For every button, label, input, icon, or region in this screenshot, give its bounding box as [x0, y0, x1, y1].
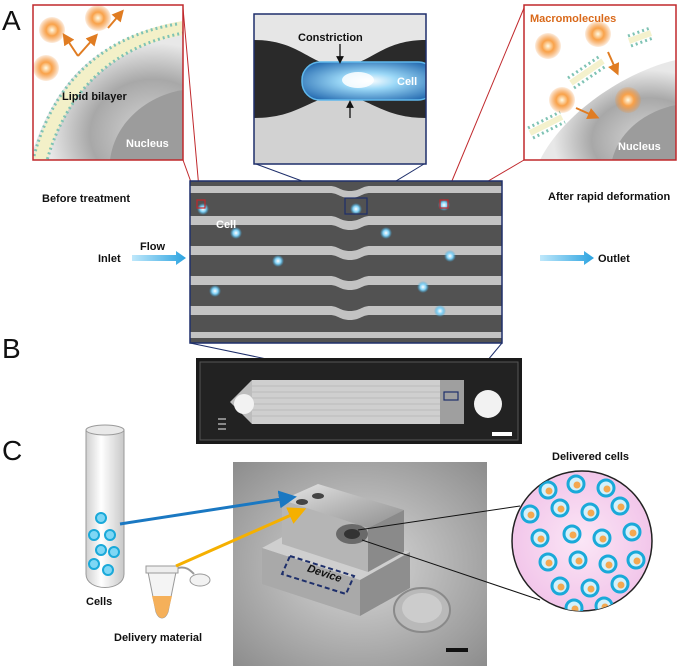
macromolecule — [33, 55, 59, 81]
callout-line — [361, 539, 541, 601]
label-lipid-bilayer: Lipid bilayer — [62, 91, 128, 103]
chip-channel-array — [252, 380, 440, 424]
panel-label-c: C — [2, 435, 22, 466]
channel-wall-bottom — [254, 96, 426, 164]
label-macromolecules: Macromolecules — [530, 13, 616, 25]
delivered-material — [557, 505, 565, 513]
delivered-material — [545, 559, 553, 567]
tube-cell — [104, 529, 116, 541]
inset-border — [523, 4, 677, 161]
cell-dot — [197, 203, 209, 215]
scale-bar-c — [446, 648, 468, 652]
label-cells: Cells — [86, 596, 112, 608]
inset-before-treatment: Lipid bilayer Nucleus — [32, 4, 184, 161]
inset-border — [253, 13, 427, 165]
delivered-material — [603, 485, 611, 493]
nucleus-region — [612, 105, 676, 160]
micrograph-border — [189, 180, 503, 344]
label-delivery-material: Delivery material — [114, 632, 202, 644]
label-cell-zoom: Cell — [397, 76, 417, 88]
delivered-material — [587, 585, 595, 593]
tube-cell — [95, 544, 107, 556]
cell-dot — [434, 305, 446, 317]
inset-after-deformation: Macromolecules Nucleus — [523, 4, 677, 161]
label-cell-channel: Cell — [216, 219, 236, 231]
delivered-material — [617, 503, 625, 511]
callout-box-chip — [443, 391, 459, 401]
callout-box-before — [196, 199, 206, 209]
delivered-cells-view — [511, 470, 653, 612]
macromolecule — [585, 21, 611, 47]
panel-label-b: B — [2, 333, 21, 364]
device-outline — [280, 554, 356, 596]
label-after-rapid-deformation: After rapid deformation — [548, 191, 671, 203]
label-delivered-cells: Delivered cells — [552, 451, 629, 463]
channel-wall-top — [254, 14, 426, 66]
delivery-material-tube — [145, 565, 211, 619]
delivered-material — [629, 529, 637, 537]
delivered-material — [633, 557, 641, 565]
label-nucleus-left: Nucleus — [126, 138, 169, 150]
chip-photo — [196, 358, 522, 444]
cell-dot — [209, 285, 221, 297]
macromolecule — [535, 33, 561, 59]
delivered-material — [557, 583, 565, 591]
macromolecule — [39, 17, 65, 43]
cell-dot — [350, 203, 362, 215]
channel-micrograph: Cell — [189, 180, 503, 344]
tube-cell — [108, 546, 120, 558]
flow-arrow-outlet — [540, 251, 594, 265]
panel-label-a: A — [2, 5, 21, 36]
tube-cell — [88, 529, 100, 541]
device-photo — [233, 462, 487, 666]
delivered-material — [569, 531, 577, 539]
delivered-material — [537, 535, 545, 543]
cell-dot — [272, 255, 284, 267]
label-constriction: Constriction — [298, 32, 363, 44]
label-before-treatment: Before treatment — [42, 193, 130, 205]
cell-dot — [417, 281, 429, 293]
delivered-material — [605, 561, 613, 569]
label-inlet: Inlet — [98, 253, 121, 265]
macromolecule — [549, 87, 575, 113]
delivered-material — [573, 481, 581, 489]
tube-cell — [88, 558, 100, 570]
callout-line — [357, 505, 521, 531]
cell-dot — [444, 250, 456, 262]
delivered-material — [617, 581, 625, 589]
delivered-material — [599, 535, 607, 543]
macromolecule — [85, 5, 111, 31]
label-outlet: Outlet — [598, 253, 630, 265]
delivered-material — [527, 511, 535, 519]
delivered-material — [587, 509, 595, 517]
callout-box-constriction — [344, 197, 368, 215]
tube-cell — [95, 512, 107, 524]
label-nucleus-right: Nucleus — [618, 141, 661, 153]
tube-cell — [102, 564, 114, 576]
delivered-material — [575, 557, 583, 565]
cell-dot — [380, 227, 392, 239]
chip-inlet-port — [234, 394, 254, 414]
scale-bar-b — [492, 432, 512, 436]
arrow-material-to-device — [175, 507, 307, 568]
chip-outlet-port — [474, 390, 502, 418]
test-tube — [85, 424, 125, 588]
cell-dot — [230, 227, 242, 239]
arrow-cells-to-device — [119, 490, 297, 526]
flow-arrow-inlet — [132, 251, 186, 265]
inset-border — [32, 4, 184, 161]
label-flow: Flow — [140, 241, 165, 253]
inset-constriction-zoom: Constriction Cell — [253, 13, 427, 165]
nucleus-region — [110, 90, 183, 160]
lipid-bilayer — [33, 21, 183, 160]
macromolecule — [615, 87, 641, 113]
callout-box-after — [439, 199, 449, 209]
delivered-material — [545, 487, 553, 495]
